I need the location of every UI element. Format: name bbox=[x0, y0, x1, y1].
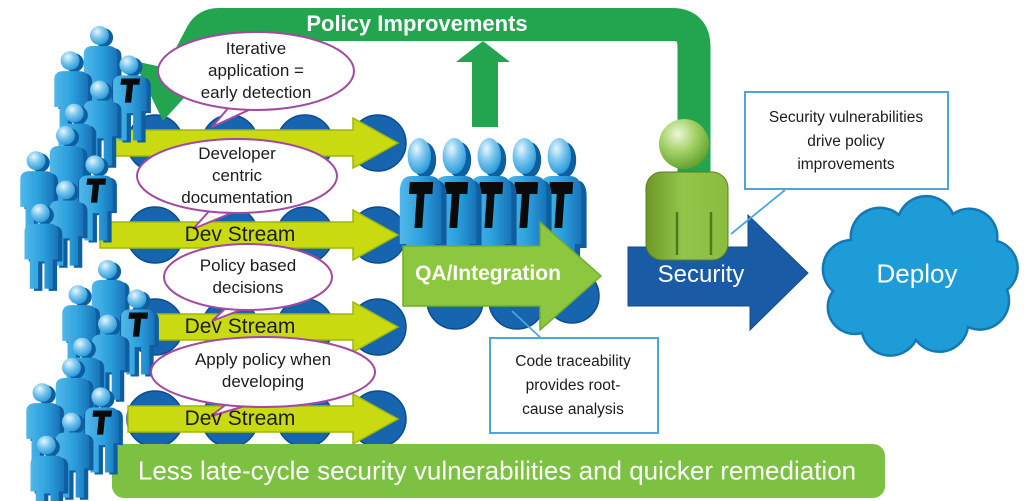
speech-bubble-4 bbox=[150, 336, 376, 417]
speech-bubble-3-text: Policy based decisions bbox=[200, 255, 296, 299]
dev-stream-label-3: Dev Stream bbox=[184, 315, 296, 338]
security-arrow bbox=[627, 213, 809, 332]
deploy-label: Deploy bbox=[876, 258, 958, 289]
callout-line: Code traceability bbox=[515, 353, 631, 370]
qa-integration-label: QA/Integration bbox=[415, 262, 561, 285]
bubble-line: developing bbox=[221, 372, 305, 391]
callout-line: improvements bbox=[797, 155, 895, 173]
callout-connector-1 bbox=[730, 189, 786, 235]
bubble-line: Developer bbox=[198, 144, 276, 163]
callout-2-text: Code traceability provides root- cause a… bbox=[515, 350, 630, 422]
bubble-line: Policy based bbox=[199, 256, 297, 275]
bubble-line: early detection bbox=[200, 83, 312, 102]
dev-stream-label-4: Dev Stream bbox=[184, 407, 296, 430]
bubble-line: decisions bbox=[212, 278, 284, 297]
bubble-line: Apply policy when bbox=[194, 350, 332, 369]
dev-stream-label-2: Dev Stream bbox=[184, 223, 296, 246]
security-person-icon bbox=[645, 119, 729, 261]
bubble-line: Iterative bbox=[225, 39, 287, 58]
speech-bubble-2-text: Developer centric documentation bbox=[181, 143, 293, 209]
callout-box-2 bbox=[489, 337, 659, 434]
policy-improvements-label: Policy Improvements bbox=[306, 11, 528, 36]
feedback-pipe bbox=[169, 8, 711, 206]
speech-bubble-2 bbox=[136, 138, 338, 230]
cloud-icon bbox=[821, 194, 1019, 357]
callout-line: Security vulnerabilities bbox=[768, 108, 924, 126]
security-label: Security bbox=[657, 261, 745, 288]
speech-bubble-1-text: Iterative application = early detection bbox=[201, 38, 312, 104]
bubble-line: centric bbox=[211, 166, 263, 185]
benefit-banner bbox=[112, 444, 885, 498]
dev-stream-arrow bbox=[127, 392, 400, 446]
speech-bubble-4-text: Apply policy when developing bbox=[195, 349, 331, 393]
speech-bubble-3 bbox=[163, 243, 333, 322]
benefit-banner-label: Less late-cycle security vulnerabilities… bbox=[137, 455, 857, 486]
callout-1-text: Security vulnerabilities drive policy im… bbox=[769, 106, 923, 177]
bubble-line: application = bbox=[208, 61, 304, 80]
qa-integration-arrow bbox=[402, 220, 603, 332]
speech-bubble-1 bbox=[157, 31, 355, 128]
dev-stream-arrow bbox=[99, 208, 400, 262]
callout-connector-2 bbox=[511, 310, 544, 341]
callout-line: provides root- bbox=[525, 377, 621, 394]
feedback-up-arrow-icon bbox=[456, 41, 510, 127]
callout-box-1 bbox=[744, 91, 949, 190]
bubble-line: documentation bbox=[181, 188, 293, 207]
callout-line: drive policy bbox=[807, 132, 885, 150]
callout-line: cause analysis bbox=[522, 401, 624, 418]
